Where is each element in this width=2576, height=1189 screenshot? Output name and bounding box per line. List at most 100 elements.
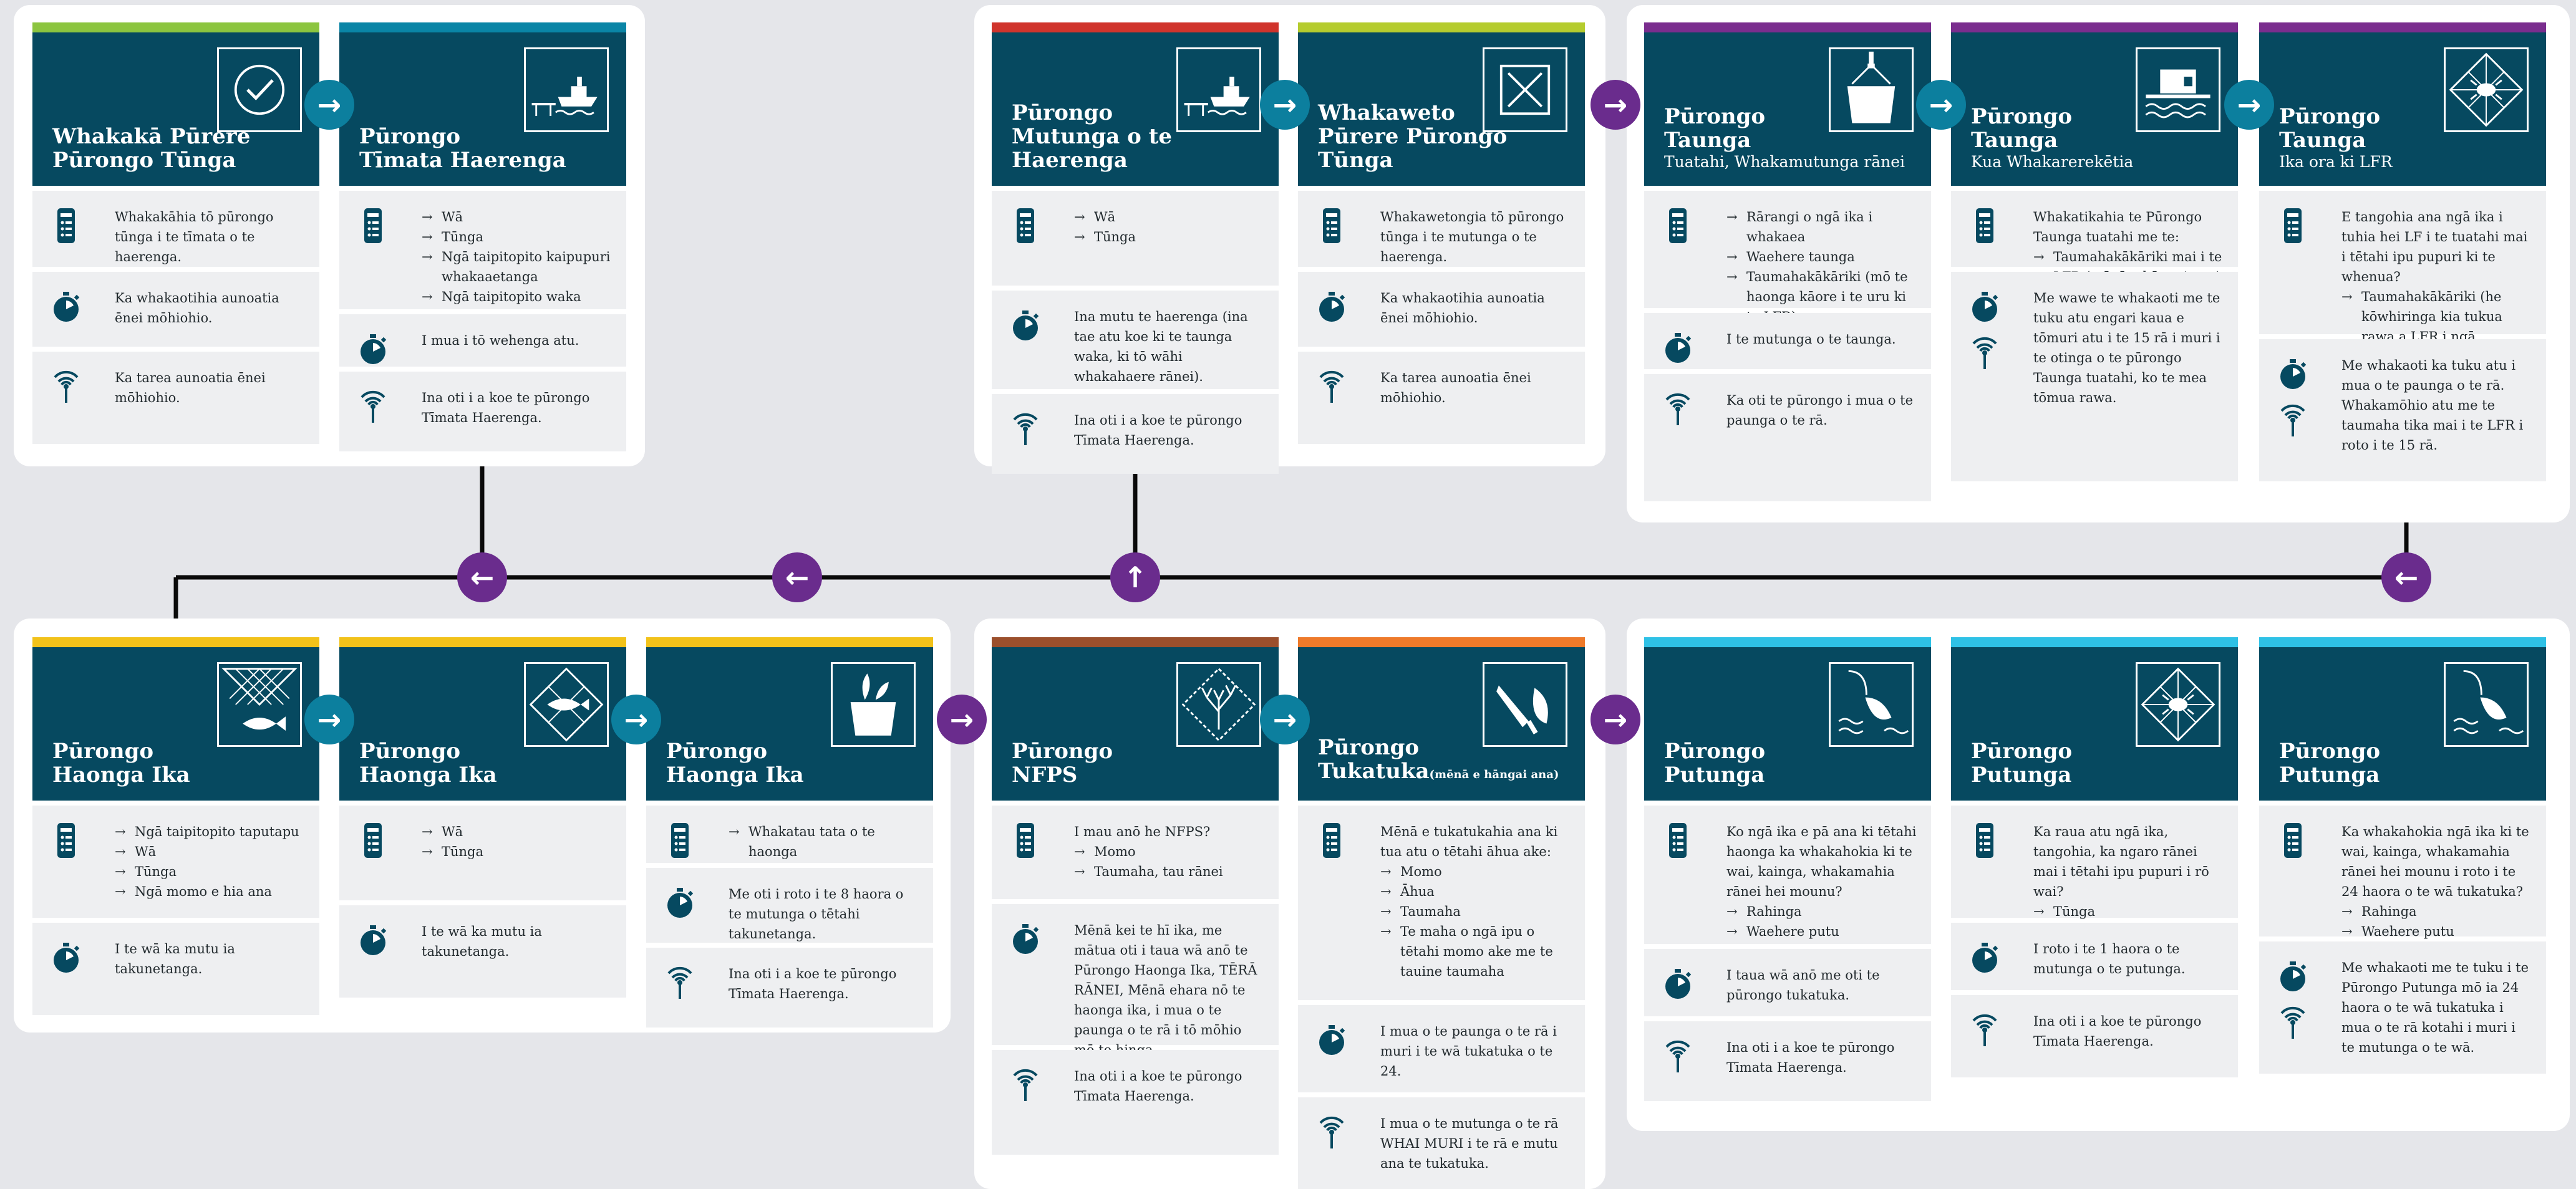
signal-icon — [1968, 1011, 2001, 1049]
row-lead: Me wawe te whakaoti me te tuku atu engar… — [2033, 291, 2220, 405]
card-row: Ngā taipitopito taputapuWāTūngaNgā momo … — [32, 806, 319, 918]
device-icon — [1968, 822, 2001, 859]
card-title: Whakakā Pūrere Pūrongo Tūnga — [52, 125, 250, 172]
row-text: Ina oti i a koe te pūrongo Tīmata Haeren… — [422, 388, 613, 428]
signal-icon — [2277, 402, 2309, 439]
row-text: I mua o te mutunga o te rā WHAI MURI i t… — [1380, 1114, 1571, 1173]
card-title-text: Pūrongo Haonga Ika — [666, 739, 804, 787]
card-row: Whakatikahia te Pūrongo Taunga tuatahi m… — [1951, 191, 2238, 284]
card-row: WāTūnga — [992, 191, 1279, 286]
checkmark-icon — [217, 47, 302, 132]
card-title: Pūrongo NFPS — [1012, 739, 1113, 787]
row-text: Ka whakahokia ngā ika ki te wai, kainga,… — [2341, 822, 2532, 941]
row-text: Me oti i roto i te 8 haora o te mutunga … — [729, 884, 919, 944]
row-list-item: Waehere putu — [1726, 922, 1917, 941]
card-header: Pūrongo Tīmata Haerenga — [339, 22, 626, 186]
row-list: MomoĀhuaTaumahaTe maha o ngā ipu o tētah… — [1380, 862, 1571, 981]
row-lead: E tangohia ana ngā ika i tuhia hei LF i … — [2341, 209, 2528, 284]
row-list-item: Ngā taipitopito kaipupuri whakaaetanga — [422, 247, 613, 287]
row-text: Rārangi o ngā ika i whakaeaWaehere taung… — [1726, 207, 1917, 327]
report-card: Pūrongo Haonga IkaWāTūngaI te wā ka mutu… — [339, 637, 626, 998]
report-card: Pūrongo Putunga Ka whakahokia ngā ika ki … — [2259, 637, 2546, 1074]
card-row: Me whakaoti ka tuku atu i mua o te paung… — [2259, 339, 2546, 481]
card-title: Pūrongo Putunga — [1971, 739, 2072, 787]
row-lead: I te mutunga o te taunga. — [1726, 332, 1896, 347]
row-text: I te mutunga o te taunga. — [1726, 329, 1917, 349]
signal-icon — [1662, 1037, 1694, 1075]
row-text: I mua i tō wehenga atu. — [422, 330, 613, 350]
row-list: WāTūngaNgā taipitopito kaipupuri whakaae… — [422, 207, 613, 307]
card-title-text: Pūrongo NFPS — [1012, 739, 1113, 787]
row-list-item: Ngā taipitopito waka — [422, 287, 613, 307]
row-lead: Ka whakaotihia aunoatia ēnei mōhiohio. — [115, 291, 279, 325]
row-lead: Ka oti te pūrongo i mua o te paunga o te… — [1726, 393, 1914, 428]
card-title-text: Pūrongo Taunga — [2279, 104, 2381, 153]
stopwatch-icon — [1662, 965, 1694, 1003]
device-icon — [2277, 207, 2309, 244]
cross-box-icon — [1483, 47, 1567, 132]
row-lead: I mau anō he NFPS? — [1074, 824, 1211, 839]
card-row: I mau anō he NFPS? MomoTaumaha, tau rānei — [992, 806, 1279, 899]
row-lead: Ina oti i a koe te pūrongo Tīmata Haeren… — [1074, 1069, 1242, 1104]
signal-icon — [357, 388, 389, 425]
card-row: Ka whakaotihia aunoatia ēnei mōhiohio. — [1298, 272, 1585, 347]
row-text: Ngā taipitopito taputapuWāTūngaNgā momo … — [115, 822, 306, 902]
arrow-right-icon: → — [304, 80, 354, 130]
card-row: Whakakāhia tō pūrongo tūnga i te tīmata … — [32, 191, 319, 267]
row-list: WāTūnga — [422, 822, 613, 862]
card-title-text: Pūrongo Putunga — [1664, 739, 1766, 787]
shed-water-icon — [2136, 47, 2220, 132]
card-title-text: Pūrongo Putunga — [1971, 739, 2073, 787]
card-header: Pūrongo Putunga — [1644, 637, 1931, 801]
arrow-right-icon: → — [304, 695, 354, 744]
arrow-right-icon: → — [2224, 80, 2274, 130]
card-header: Pūrongo Putunga — [2259, 637, 2546, 801]
card-row: Ina oti i a koe te pūrongo Tīmata Haeren… — [339, 372, 626, 451]
boat-wharf-icon — [1176, 47, 1261, 132]
card-row: Ka whakaotihia aunoatia ēnei mōhiohio. — [32, 272, 319, 347]
row-text: I te wā ka mutu ia takunetanga. — [115, 939, 306, 979]
card-row: WāTūngaNgā taipitopito kaipupuri whakaae… — [339, 191, 626, 309]
row-list: RahingaWaehere putu — [1726, 902, 1917, 941]
card-header: Whakaweto Pūrere Pūrongo Tūnga — [1298, 22, 1585, 186]
report-card: Pūrongo Tukatuka(mēnā e hāngai ana)Mēnā … — [1298, 637, 1585, 1189]
row-lead: Whakatikahia te Pūrongo Taunga tuatahi m… — [2033, 209, 2202, 244]
row-lead: Ka tarea aunoatia ēnei mōhiohio. — [115, 370, 266, 405]
arrow-right-icon: → — [1591, 695, 1640, 744]
row-list-item: Whakatau tata o te haonga — [729, 822, 919, 862]
net-crab-icon — [2136, 662, 2220, 747]
row-text: Me wawe te whakaoti me te tuku atu engar… — [2033, 288, 2224, 408]
card-title: Pūrongo Mutunga o te Haerenga — [1012, 101, 1279, 172]
report-card: Pūrongo Haonga IkaNgā taipitopito taputa… — [32, 637, 319, 1015]
row-text: Me whakaoti me te tuku i te Pūrongo Putu… — [2341, 958, 2532, 1057]
row-text: I mau anō he NFPS? MomoTaumaha, tau rānei — [1074, 822, 1265, 882]
card-row: I te wā ka mutu ia takunetanga. — [32, 923, 319, 1015]
card-row: Mēnā e tukatukahia ana ki tua atu o tēta… — [1298, 806, 1585, 1000]
row-text: Mēnā kei te hī ika, me mātua oti i taua … — [1074, 920, 1265, 1060]
row-lead: Ina oti i a koe te pūrongo Tīmata Haeren… — [1074, 413, 1242, 448]
knife-fish-icon — [1483, 662, 1567, 747]
row-lead: Mēnā e tukatukahia ana ki tua atu o tēta… — [1380, 824, 1558, 859]
row-list: MomoTaumaha, tau rānei — [1074, 842, 1265, 882]
row-text: Ina oti i a koe te pūrongo Tīmata Haeren… — [1074, 410, 1265, 450]
arrow-left-icon: ← — [2381, 552, 2431, 602]
signal-icon — [664, 964, 696, 1001]
row-list: Whakatau tata o te haonga — [729, 822, 919, 862]
card-row: Whakawetongia tō pūrongo tūnga i te mutu… — [1298, 191, 1585, 267]
card-subtitle: Kua Whakarerekētia — [1971, 153, 2134, 171]
row-text: I roto i te 1 haora o te mutunga o te pu… — [2033, 939, 2224, 979]
row-lead: Me oti i roto i te 8 haora o te mutunga … — [729, 887, 904, 941]
coral-net-icon — [1176, 662, 1261, 747]
row-lead: Me whakaoti ka tuku atu i mua o te paung… — [2341, 358, 2524, 453]
row-text: WāTūnga — [422, 822, 613, 862]
row-lead: I mua i tō wehenga atu. — [422, 333, 579, 348]
boat-wharf-icon — [524, 47, 609, 132]
card-row: Ka whakahokia ngā ika ki te wai, kainga,… — [2259, 806, 2546, 941]
